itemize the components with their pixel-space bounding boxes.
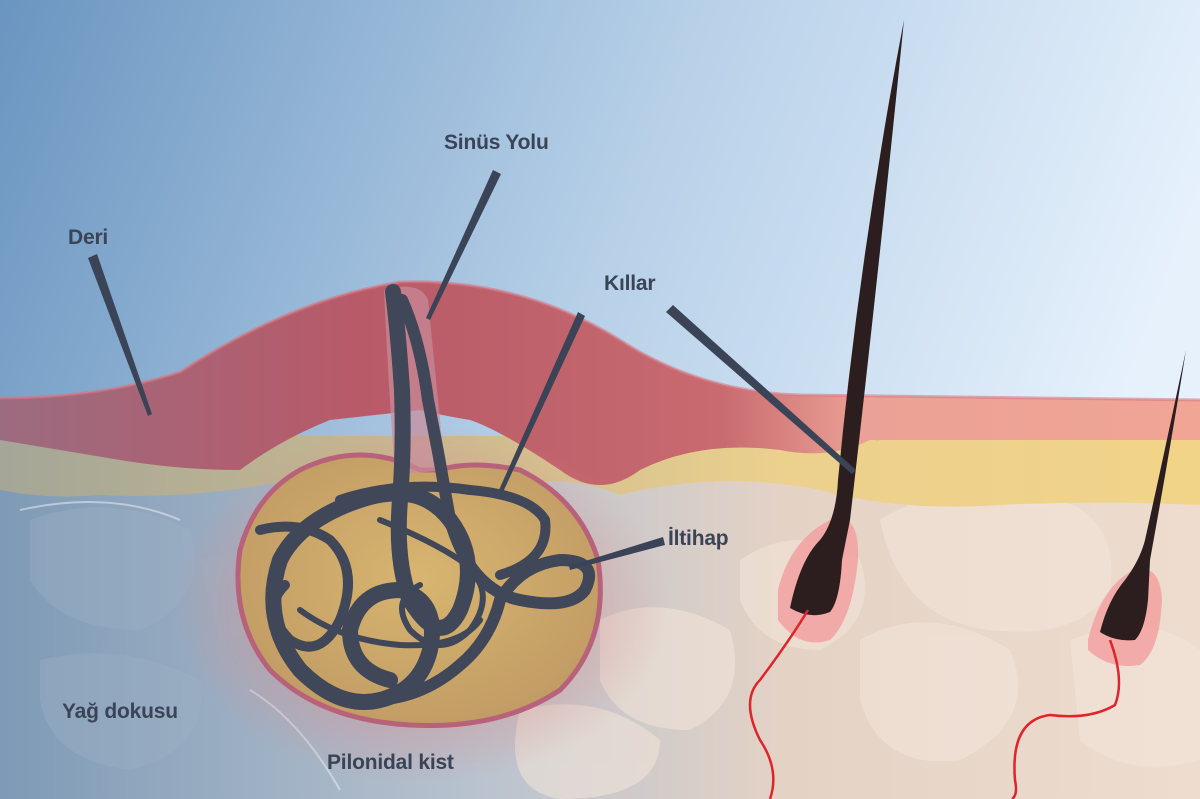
pointer-iltihap [569,537,665,570]
pointer-killar-left [499,312,585,492]
label-iltihap: İltihap [668,527,729,550]
pointer-deri [88,254,152,416]
pointer-sinus-yolu [426,170,501,320]
label-pilonidal-kist: Pilonidal kist [327,751,454,774]
label-deri: Deri [68,226,109,249]
pointer-killar-right [666,305,856,474]
label-killar: Kıllar [604,272,656,295]
label-yag-dokusu: Yağ dokusu [62,700,178,723]
label-sinus-yolu: Sinüs Yolu [444,131,549,154]
